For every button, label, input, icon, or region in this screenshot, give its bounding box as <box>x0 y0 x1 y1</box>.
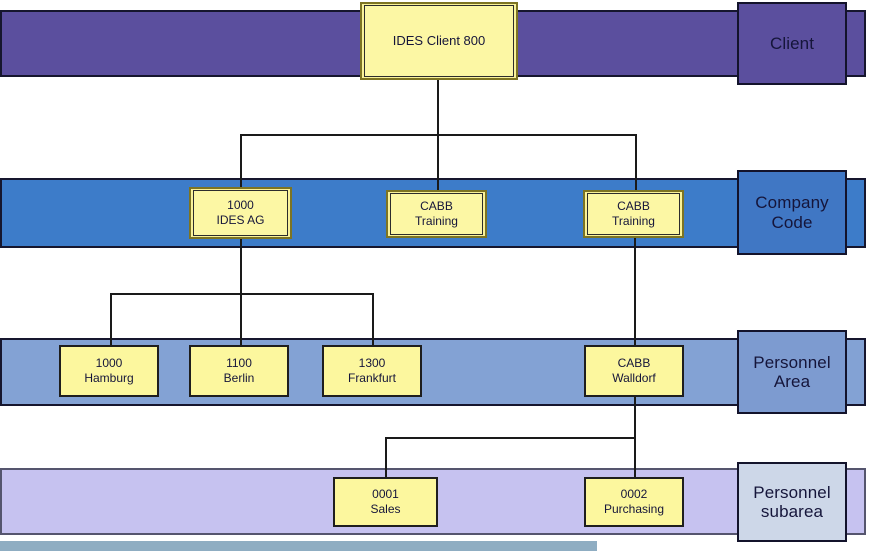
node-code: 0002 <box>620 486 648 501</box>
node-code: CABB <box>617 198 650 213</box>
bottom-accent-strip <box>0 541 597 551</box>
node-body: CABB Training <box>415 199 458 230</box>
level-label-company-code: Company Code <box>737 170 847 255</box>
level-label-text: Personnel subarea <box>739 483 845 521</box>
node-label: Walldorf <box>612 371 656 385</box>
level-label-line1: Company <box>755 193 829 213</box>
node-personnel-area-1300-frankfurt[interactable]: 1300 Frankfurt <box>322 345 422 397</box>
node-label: Sales <box>370 502 401 516</box>
level-label-line1: Personnel <box>753 482 831 502</box>
node-body: 1000 Hamburg <box>84 356 133 387</box>
node-company-code-cabb-training-1-inner: CABB Training <box>390 193 483 235</box>
node-ides-client-800[interactable]: IDES Client 800 <box>360 2 518 80</box>
node-label: Hamburg <box>84 371 134 385</box>
connector-client-drop-left <box>240 134 242 187</box>
connector-walldorf-bus <box>385 437 636 439</box>
node-personnel-subarea-0001-sales[interactable]: 0001 Sales <box>333 477 438 527</box>
connector-walldorf-drop-left <box>385 437 387 477</box>
level-label-text: Company Code <box>739 193 845 231</box>
node-code: 0001 <box>372 486 399 501</box>
node-code: CABB <box>420 198 453 213</box>
level-label-client: Client <box>737 2 847 85</box>
connector-cc1000-drop-middle <box>240 293 242 345</box>
level-label-personnel-area: Personnel Area <box>737 330 847 414</box>
node-personnel-area-cabb-walldorf[interactable]: CABB Walldorf <box>584 345 684 397</box>
level-label-line2: Code <box>771 212 813 232</box>
node-personnel-subarea-0002-purchasing[interactable]: 0002 Purchasing <box>584 477 684 527</box>
connector-client-stem <box>437 77 439 135</box>
connector-walldorf-stem <box>634 397 636 439</box>
connector-cc1000-drop-left <box>110 293 112 345</box>
level-label-line2: subarea <box>760 502 824 521</box>
node-personnel-area-1100-berlin[interactable]: 1100 Berlin <box>189 345 289 397</box>
connector-cabb-stem <box>634 238 636 345</box>
node-body: CABB Training <box>612 199 655 230</box>
connector-cc1000-stem <box>240 239 242 293</box>
node-label: Frankfurt <box>347 371 396 385</box>
node-body: 0002 Purchasing <box>604 487 664 518</box>
node-company-code-1000-ides-ag[interactable]: 1000 IDES AG <box>189 187 292 239</box>
node-ides-client-800-inner: IDES Client 800 <box>364 5 514 77</box>
node-body: 0001 Sales <box>370 487 400 518</box>
connector-walldorf-drop-right <box>634 437 636 477</box>
level-label-text: Personnel Area <box>739 353 845 391</box>
connector-cc1000-bus <box>110 293 374 295</box>
node-body: 1100 Berlin <box>224 356 255 387</box>
node-label: IDES Client 800 <box>392 32 486 48</box>
node-body: 1300 Frankfurt <box>348 356 396 387</box>
node-company-code-cabb-training-2[interactable]: CABB Training <box>583 190 684 238</box>
connector-client-drop-right <box>635 134 637 190</box>
level-label-personnel-subarea: Personnel subarea <box>737 462 847 542</box>
node-body: 1000 IDES AG <box>216 198 264 229</box>
node-code: 1100 <box>226 355 252 370</box>
node-company-code-1000-inner: 1000 IDES AG <box>193 190 288 236</box>
node-personnel-area-1000-hamburg[interactable]: 1000 Hamburg <box>59 345 159 397</box>
connector-cc1000-drop-right <box>372 293 374 345</box>
node-label: Training <box>612 214 655 228</box>
node-label: IDES AG <box>216 213 265 227</box>
level-label-text: Client <box>769 33 815 53</box>
node-code: CABB <box>617 355 651 370</box>
node-code: 1000 <box>227 197 254 212</box>
node-body: CABB Walldorf <box>612 356 656 387</box>
level-label-line2: Area <box>773 372 811 391</box>
node-code: 1000 <box>95 355 123 370</box>
node-company-code-cabb-training-2-inner: CABB Training <box>587 193 680 235</box>
node-label: Purchasing <box>603 502 665 516</box>
node-label: Berlin <box>223 371 255 385</box>
level-label-line1: Personnel <box>753 352 831 372</box>
node-label: Training <box>415 214 458 228</box>
node-code: 1300 <box>358 355 386 370</box>
node-company-code-cabb-training-1[interactable]: CABB Training <box>386 190 487 238</box>
connector-client-drop-middle <box>437 134 439 190</box>
